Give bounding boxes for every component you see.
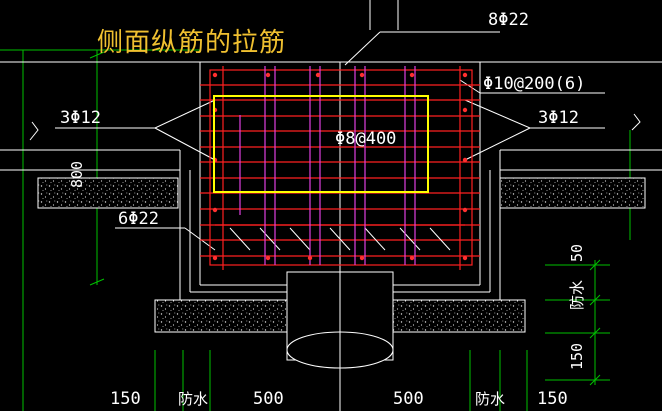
ties: [239, 66, 416, 265]
right-side-rebar-label: 3Φ12: [538, 108, 579, 128]
bottom-dim-500-left: 500: [253, 389, 284, 409]
height-dimension: 800: [68, 161, 86, 188]
bottom-waterproof-left: 防水: [178, 390, 208, 408]
rebar-dots: [212, 72, 468, 261]
bottom-dim-150-left: 150: [110, 389, 141, 409]
stirrup-label: Φ10@200(6): [483, 74, 585, 94]
diagram-title: 侧面纵筋的拉筋: [97, 28, 287, 58]
right-waterproof-label: 防水: [568, 280, 586, 310]
bottom-hatch: [229, 227, 451, 251]
right-dimension-bottom: 150: [568, 343, 586, 370]
top-rebar-label: 8Φ22: [488, 10, 529, 30]
bottom-dim-500-right: 500: [393, 389, 424, 409]
left-side-rebar-label: 3Φ12: [60, 108, 101, 128]
bottom-dim-150-right: 150: [537, 389, 568, 409]
highlight-box: [213, 95, 429, 193]
tie-label: Φ8@400: [335, 129, 396, 149]
right-dimension-top: 50: [568, 244, 586, 262]
leader-lines: [55, 0, 605, 411]
bottom-waterproof-right: 防水: [475, 390, 505, 408]
bottom-rebar-label: 6Φ22: [118, 209, 159, 229]
